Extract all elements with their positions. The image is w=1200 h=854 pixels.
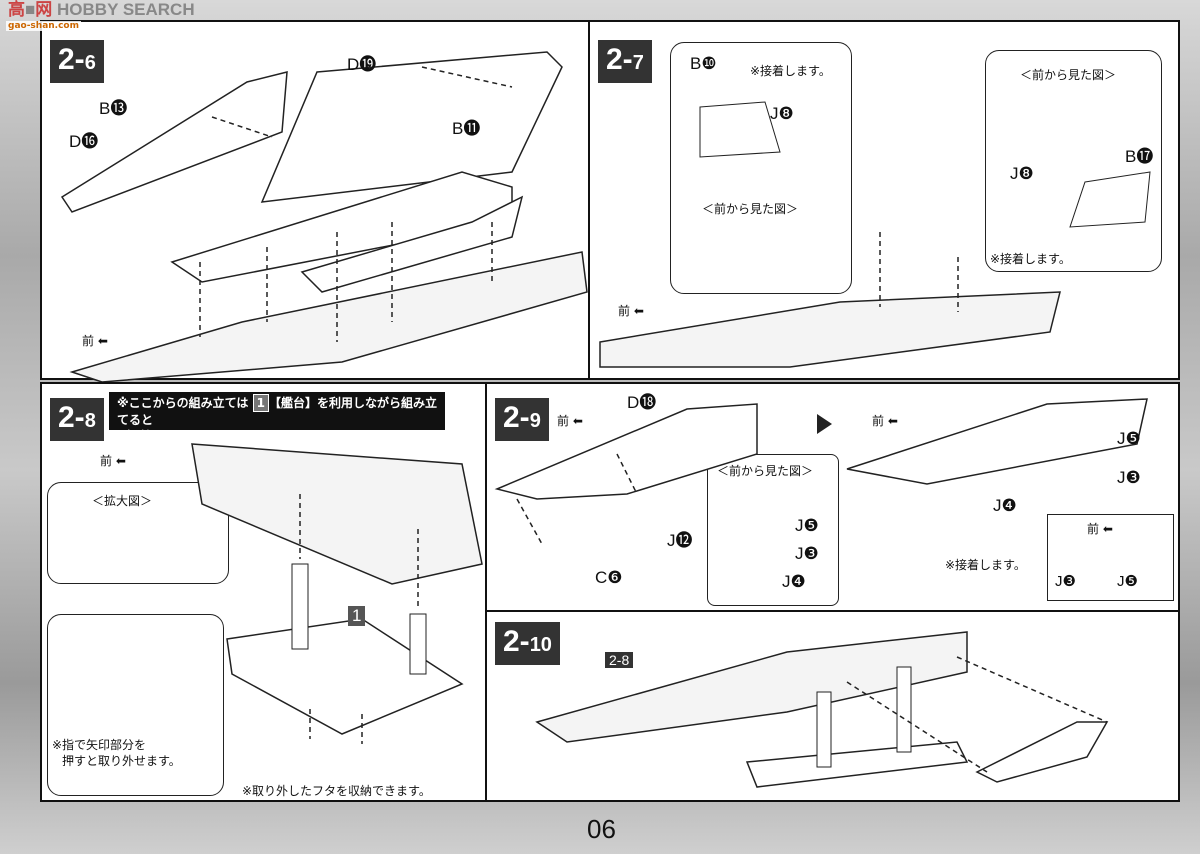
step-number: 2-9 bbox=[495, 398, 549, 441]
glue-note: ※接着します。 bbox=[990, 252, 1071, 266]
part-label: J❺ bbox=[1117, 429, 1141, 448]
watermark-logo: 高■网 HOBBY SEARCH bbox=[8, 0, 195, 19]
finger-note: ※指で矢印部分を bbox=[52, 738, 147, 752]
step-2-6-panel: 2-6 D⓳ B⓭ D⓰ B⓫ 前 ⬅ bbox=[40, 20, 590, 382]
front-view-label: ＜前から見た図＞ bbox=[717, 464, 814, 478]
legend-part: J❺ bbox=[1117, 573, 1138, 590]
front-view-label: ＜前から見た図＞ bbox=[1020, 68, 1117, 82]
zoom-view-label: ＜拡大図＞ bbox=[92, 494, 153, 508]
part-label: J⓬ bbox=[667, 531, 693, 550]
ship-on-stand-diagram bbox=[535, 631, 1109, 788]
step-number: 2-6 bbox=[50, 40, 104, 83]
front-view-callout bbox=[707, 454, 839, 606]
finger-note: 押すと取り外せます。 bbox=[62, 754, 181, 768]
front-view-label: ＜前から見た図＞ bbox=[702, 202, 799, 216]
part-label: J❹ bbox=[993, 496, 1017, 515]
step-2-9-panel: 2-9 D⓲ 前 ⬅ 前 ⬅ J⓬ C❻ ＜前から見た図＞ J❺ J❸ J❹ J… bbox=[485, 382, 1180, 612]
part-label: D⓲ bbox=[627, 393, 657, 412]
legend-part: J❸ bbox=[1055, 573, 1076, 590]
step-2-10-panel: 2-10 2-8 bbox=[485, 610, 1180, 802]
front-label: 前 ⬅ bbox=[872, 414, 898, 428]
step-2-7-panel: 2-7 B❿ ※接着します。 J❽ ＜前から見た図＞ ＜前から見た図＞ J❽ B… bbox=[588, 20, 1180, 380]
part-label: J❹ bbox=[782, 572, 806, 591]
part-label: 1 bbox=[348, 606, 366, 626]
glue-note: ※接着します。 bbox=[750, 64, 831, 78]
detail-callout bbox=[985, 50, 1162, 272]
watermark-sub: gao-shan.com bbox=[6, 21, 81, 31]
front-label: 前 ⬅ bbox=[557, 414, 583, 428]
part-label: J❺ bbox=[795, 516, 819, 535]
storage-note: ※取り外したフタを収納できます。 bbox=[242, 784, 431, 798]
step-number: 2-7 bbox=[598, 40, 652, 83]
front-label: 前 ⬅ bbox=[82, 334, 108, 348]
part-label: J❽ bbox=[1010, 164, 1034, 183]
front-label: 前 ⬅ bbox=[100, 454, 126, 468]
ship-diagram bbox=[599, 101, 1151, 368]
part-label: J❸ bbox=[1117, 468, 1141, 487]
part-label: B❿ bbox=[690, 54, 717, 73]
front-label: 前 ⬅ bbox=[618, 304, 644, 318]
part-label: B⓭ bbox=[99, 99, 128, 118]
step-number: 2-10 bbox=[495, 622, 560, 665]
finger-callout bbox=[47, 614, 224, 796]
part-label: D⓳ bbox=[347, 55, 377, 74]
legend-front: 前 ⬅ bbox=[1087, 522, 1113, 536]
part-label: C❻ bbox=[595, 568, 623, 587]
part-label: J❸ bbox=[795, 544, 819, 563]
step-2-8-panel: 2-8 ※ここからの組み立ては 1【艦台】を利用しながら組み立てると 便利です。… bbox=[40, 382, 487, 802]
part-label: J❽ bbox=[770, 104, 794, 123]
assembly-tip: ※ここからの組み立ては 1【艦台】を利用しながら組み立てると 便利です。 bbox=[109, 392, 445, 443]
ship-diagram bbox=[60, 51, 588, 382]
part-label: B⓫ bbox=[452, 119, 481, 138]
part-label: D⓰ bbox=[69, 132, 99, 151]
glue-note: ※接着します。 bbox=[945, 558, 1026, 572]
stand-diagram bbox=[191, 443, 483, 744]
part-label: B⓱ bbox=[1125, 147, 1154, 166]
zoom-callout bbox=[47, 482, 229, 584]
step-reference: 2-8 bbox=[605, 652, 634, 668]
detail-callout bbox=[670, 42, 852, 294]
legend-box bbox=[1047, 514, 1174, 601]
part-diagram bbox=[494, 398, 1148, 545]
step-number: 2-8 bbox=[50, 398, 104, 441]
page-number: 06 bbox=[587, 814, 616, 844]
